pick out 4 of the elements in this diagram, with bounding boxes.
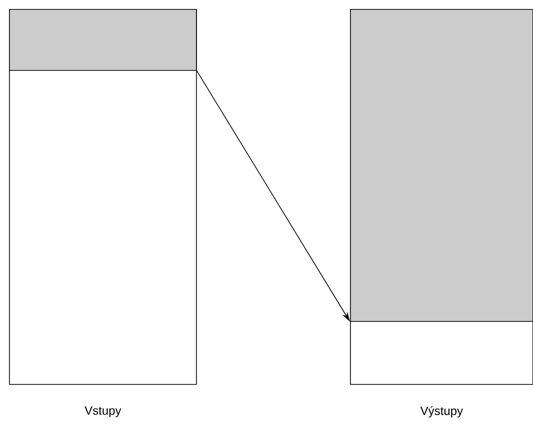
shaded-segment	[9, 9, 197, 71]
column-label: Výstupy	[420, 406, 463, 418]
shaded-segment	[350, 9, 533, 322]
column-label: Vstupy	[84, 406, 122, 418]
